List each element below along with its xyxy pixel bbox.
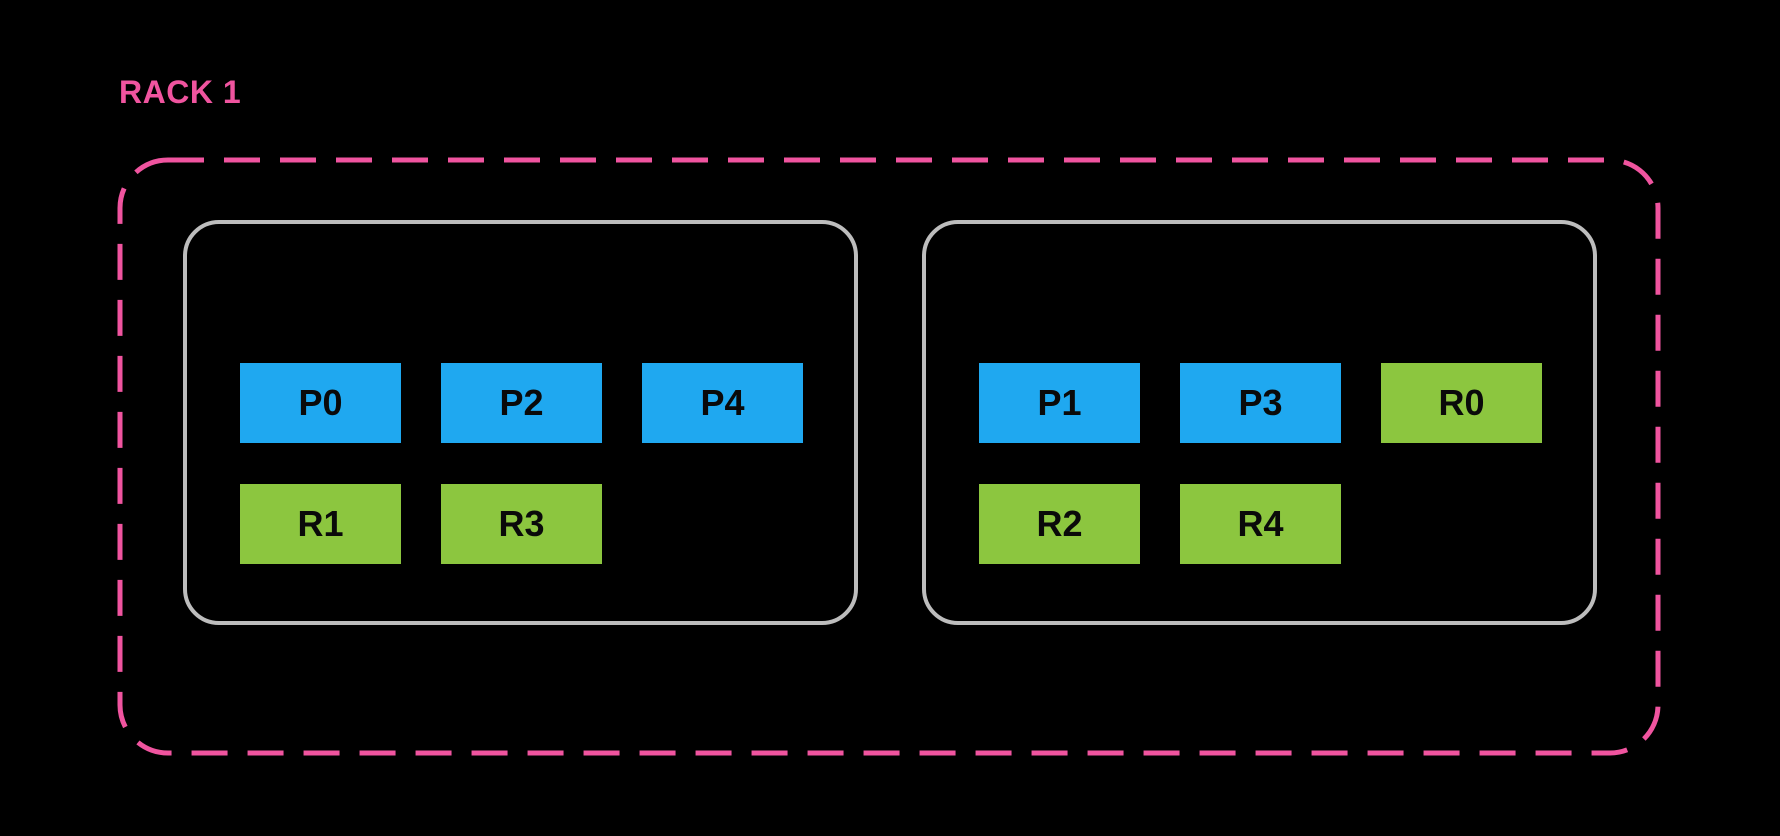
host-1-chip-grid: P1 P3 R0 R2 R4 xyxy=(979,363,1542,564)
chip-r3: R3 xyxy=(441,484,602,564)
host-panel-0: P0 P2 P4 R1 R3 xyxy=(183,220,858,625)
rack-boundary-rect xyxy=(117,157,1661,756)
host-0-chip-grid: P0 P2 P4 R1 R3 xyxy=(240,363,803,564)
chip-p3: P3 xyxy=(1180,363,1341,443)
host-panel-1: P1 P3 R0 R2 R4 xyxy=(922,220,1597,625)
chip-r2: R2 xyxy=(979,484,1140,564)
chip-r4: R4 xyxy=(1180,484,1341,564)
rack-dashed-border xyxy=(117,157,1661,756)
chip-p1: P1 xyxy=(979,363,1140,443)
chip-p0: P0 xyxy=(240,363,401,443)
chip-r1: R1 xyxy=(240,484,401,564)
chip-p2: P2 xyxy=(441,363,602,443)
chip-r0: R0 xyxy=(1381,363,1542,443)
rack-title: RACK 1 xyxy=(119,74,242,110)
chip-p4: P4 xyxy=(642,363,803,443)
